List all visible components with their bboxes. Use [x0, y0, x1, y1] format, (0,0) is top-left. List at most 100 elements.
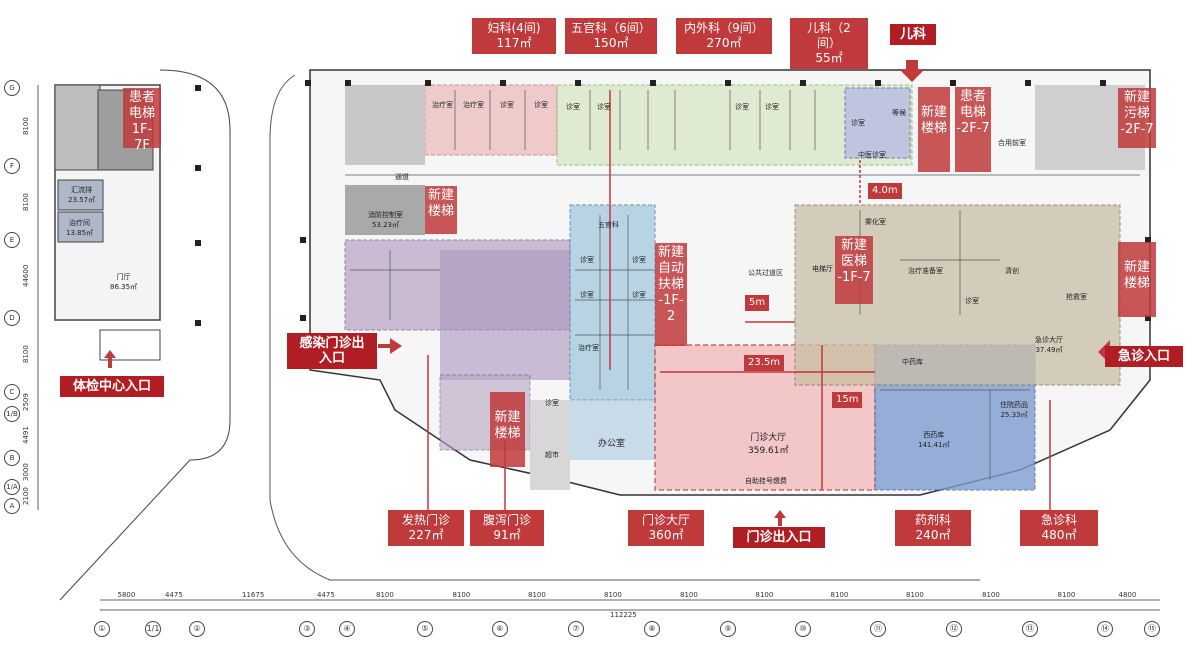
room-fire-control: 消防控制室 53.23㎡ [368, 211, 403, 229]
room-western-pharmacy: 西药库 141.41㎡ [918, 431, 950, 449]
span-dim: 8100 [452, 591, 471, 599]
row-span-dim: 3000 [22, 462, 30, 481]
new-stair-4: 新建 楼梯 [490, 392, 525, 467]
new-medical-elevator: 新建 医梯 -1F-7 [835, 236, 873, 304]
grid-axis-1: ① [94, 621, 110, 637]
new-escalator: 新建 自动 扶梯 -1F-2 [655, 243, 687, 346]
grid-axis-row-D: D [4, 310, 20, 326]
new-stair-1: 新建 楼梯 [425, 186, 457, 234]
grid-axis-row-C: C [4, 384, 20, 400]
room-shared-anteroom: 合用前室 [998, 139, 1026, 147]
span-dim: 4475 [317, 591, 335, 599]
room-inpatient-drugs: 住院药品 25.33㎡ [1000, 401, 1028, 419]
room-debridement: 清创 [1005, 267, 1019, 275]
grid-axis-8: ⑦ [568, 621, 584, 637]
grid-axis-2: 1/1 [145, 621, 161, 637]
span-dim: 8100 [755, 591, 774, 599]
room-emergency-hall: 急诊大厅 37.49㎡ [1035, 336, 1063, 354]
room-resuscitation: 抢救室 [1066, 293, 1087, 301]
span-dim: 8100 [1057, 591, 1076, 599]
grid-axis-11: ⑩ [795, 621, 811, 637]
grid-axis-row-1/A: 1/A [4, 479, 20, 495]
row-span-dim: 44600 [22, 264, 30, 287]
patient-elevator-right: 患者 电梯 -2F-7 [955, 87, 991, 172]
row-span-dim: 8100 [22, 193, 30, 211]
room-clinic-8: 诊室 [580, 256, 594, 264]
span-total: 112225 [610, 611, 637, 619]
grid-axis-15: ⑭ [1097, 621, 1113, 637]
span-dim: 8100 [906, 591, 924, 599]
grid-axis-row-A: A [4, 498, 20, 514]
grid-axis-12: ⑪ [870, 621, 886, 637]
new-sewage-elevator: 新建 污梯 -2F-7 [1118, 88, 1156, 148]
room-nebulization: 雾化室 [865, 218, 886, 226]
room-clinic-1: 诊室 [500, 101, 514, 109]
span-dim: 5800 [117, 591, 136, 599]
dimension-15m: 15m [832, 392, 863, 408]
span-dim: 4800 [1118, 591, 1137, 599]
grid-axis-6: ⑤ [417, 621, 433, 637]
new-stair-2: 新建 楼梯 [918, 87, 950, 172]
room-clinic-10: 诊室 [632, 256, 646, 264]
dimension-5m: 5m [745, 295, 770, 311]
span-dim: 8100 [982, 591, 1000, 599]
room-busbar: 汇流排 23.57㎡ [68, 186, 96, 204]
entrance-outpatient: 门诊出入口 [733, 527, 825, 548]
grid-axis-9: ⑧ [644, 621, 660, 637]
grid-axis-5: ④ [339, 621, 355, 637]
grid-axis-13: ⑫ [946, 621, 962, 637]
grid-axis-row-F: F [4, 158, 20, 174]
dimension-4m: 4.0m [868, 183, 902, 199]
entrance-infection-clinic: 感染门诊出 入口 [287, 333, 377, 369]
room-clinic-5: 诊室 [735, 103, 749, 111]
grid-axis-7: ⑥ [492, 621, 508, 637]
span-dim: 8100 [830, 591, 849, 599]
grid-axis-10: ⑨ [720, 621, 736, 637]
room-treatment-2: 治疗室 [463, 101, 484, 109]
room-elevator-hall: 电梯厅 [812, 265, 833, 273]
room-treatment-annex: 治疗间 13.85㎡ [66, 219, 94, 237]
room-waiting: 等候 [892, 109, 906, 117]
room-treatment-3: 治疗室 [578, 344, 599, 352]
room-clinic-2: 诊室 [534, 101, 548, 109]
row-span-dim: 8100 [22, 117, 30, 135]
span-dim: 8100 [528, 591, 546, 599]
room-treatment-1: 治疗室 [432, 101, 453, 109]
grid-axis-row-G: G [4, 80, 20, 96]
room-self-registration: 自助挂号缴费 [745, 477, 787, 485]
room-office: 办公室 [598, 439, 626, 449]
grid-axis-3: ② [189, 621, 205, 637]
room-clinic-6: 诊室 [765, 103, 779, 111]
room-clinic-7: 诊室 [851, 119, 865, 127]
room-supermarket: 超市 [545, 451, 559, 459]
row-span-dim: 4491 [22, 426, 30, 444]
room-clinic-13: 诊室 [965, 297, 979, 305]
span-dim: 11675 [242, 591, 265, 599]
row-span-dim: 2100 [22, 486, 30, 505]
room-ent-label: 五官科 [598, 221, 619, 229]
span-dim: 8100 [680, 591, 698, 599]
entrance-checkup-center: 体检中心入口 [60, 376, 164, 397]
grid-axis-row-E: E [4, 232, 20, 248]
callout-pharmacy: 药剂科 240㎡ [895, 510, 971, 546]
room-tcm-clinic: 中医诊室 [858, 151, 886, 159]
row-span-dim: 2509 [22, 393, 30, 411]
callout-gynecology: 妇科(4间) 117㎡ [472, 18, 556, 54]
entrance-pediatrics: 儿科 [890, 24, 936, 45]
room-clinic-12: 诊室 [545, 399, 559, 407]
room-passage: 通道 [395, 173, 409, 181]
callout-pediatrics: 儿科（2间） 55㎡ [790, 18, 868, 69]
room-clinic-3: 诊室 [566, 103, 580, 111]
grid-axis-16: ⑮ [1144, 621, 1160, 637]
room-public-corridor: 公共过道区 [748, 269, 783, 277]
room-treatment-prep: 治疗准备室 [908, 267, 943, 275]
grid-axis-4: ③ [299, 621, 315, 637]
callout-fever-clinic: 发热门诊 227㎡ [388, 510, 464, 546]
patient-elevator-left: 患者 电梯 1F-7F [123, 88, 161, 153]
span-dim: 8100 [376, 591, 394, 599]
callout-outpatient-hall: 门诊大厅 360㎡ [628, 510, 704, 546]
room-clinic-11: 诊室 [632, 291, 646, 299]
room-tcm-store: 中药库 [902, 358, 923, 366]
room-clinic-4: 诊室 [597, 103, 611, 111]
